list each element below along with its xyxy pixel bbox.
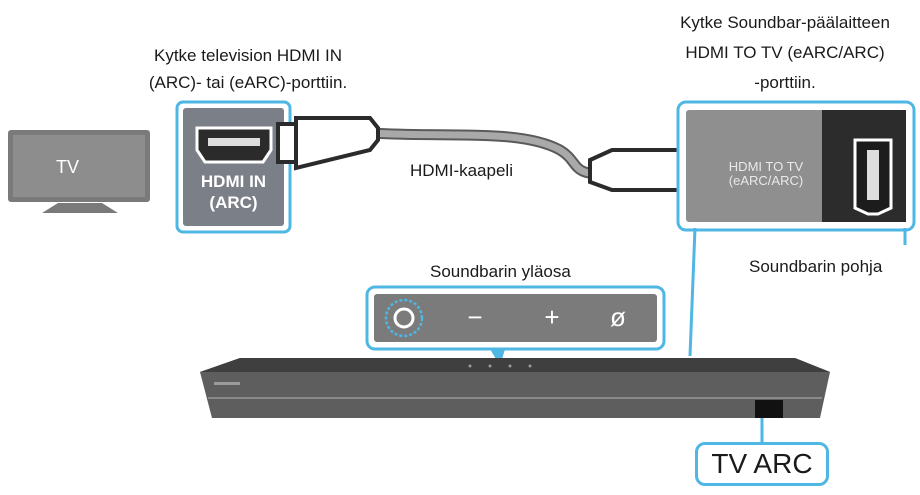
soundbar-icon	[200, 358, 830, 444]
tv-port-label-line2: (ARC)	[209, 193, 258, 212]
tv-port-label-line1: HDMI IN	[200, 172, 267, 191]
soundbar-port-instruction-line2: HDMI TO TV (eARC/ARC)	[685, 43, 885, 62]
callout-line	[688, 227, 697, 357]
volume-down-icon: −	[467, 302, 483, 332]
tv-arc-badge: TV ARC	[695, 442, 829, 486]
soundbar-port-instruction-line3: -porttiin.	[754, 73, 816, 92]
cable-label: HDMI-kaapeli	[410, 161, 513, 180]
soundbar-port-instruction-line1: Kytke Soundbar-päälaitteen	[680, 13, 890, 32]
tv-icon	[8, 130, 150, 213]
soundbar-bottom-caption: Soundbarin pohja	[749, 257, 883, 276]
soundbar-top-panel	[365, 285, 666, 366]
soundbar-hdmi-socket-icon	[853, 138, 893, 216]
soundbar-port-label-line1: HDMI TO TV	[728, 159, 804, 174]
soundbar-top-caption: Soundbarin yläosa	[430, 262, 571, 281]
tv-label: TV	[56, 157, 80, 177]
power-icon	[386, 300, 422, 336]
volume-up-icon: +	[544, 302, 560, 332]
tv-hdmi-socket-icon	[195, 126, 273, 164]
soundbar-port-label-line2: (eARC/ARC)	[728, 173, 804, 188]
tv-port-instruction-line2: (ARC)- tai (eARC)-porttiin.	[148, 73, 348, 92]
tv-port-instruction-line1: Kytke television HDMI IN	[154, 46, 342, 65]
source-icon: ø	[610, 302, 626, 332]
